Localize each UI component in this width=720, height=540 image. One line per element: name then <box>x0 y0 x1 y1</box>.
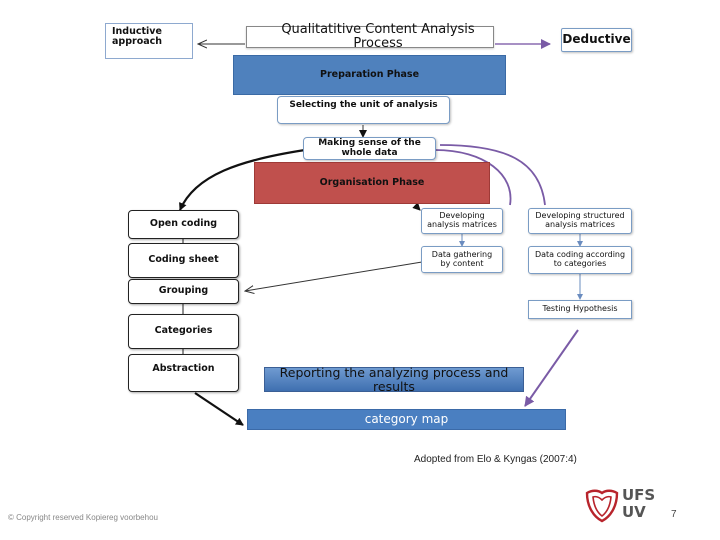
arrow-into-developing <box>412 202 421 211</box>
preparation-phase-label: Preparation Phase <box>319 68 420 80</box>
reporting-label: Reporting the analyzing process and resu… <box>279 364 509 394</box>
diagram-title-box: Qualitatitive Content Analysis Process <box>246 22 494 51</box>
category-map-box: category map <box>247 409 566 430</box>
data-gathering-box: Data gathering by content <box>421 246 503 273</box>
arrow-abstraction-to-map <box>194 392 244 426</box>
open-coding-box: Open coding <box>128 210 239 239</box>
developing-matrices-box: Developing analysis matrices <box>421 208 503 234</box>
testing-hypothesis-box: Testing Hypothesis <box>528 300 632 319</box>
organisation-phase-box: Organisation Phase <box>254 162 490 204</box>
making-sense-label: Making sense of the whole data <box>318 137 421 158</box>
abstraction-label: Abstraction <box>152 363 215 374</box>
inductive-approach-box: Inductive approach <box>105 23 193 59</box>
categories-label: Categories <box>154 325 213 337</box>
arc-to-open-coding <box>178 148 306 211</box>
source-caption: Adopted from Elo & Kyngas (2007:4) <box>414 454 577 465</box>
data-coding-label: Data coding according to categories <box>534 250 626 268</box>
preparation-phase-box: Preparation Phase <box>233 55 506 95</box>
deductive-box: Deductive <box>561 28 632 52</box>
data-gathering-label: Data gathering by content <box>431 249 493 268</box>
arrow-testing-to-map <box>524 329 579 407</box>
inductive-label: Inductive approach <box>112 26 163 48</box>
data-coding-box: Data coding according to categories <box>528 246 632 274</box>
coding-sheet-box: Coding sheet <box>128 243 239 278</box>
developing-matrices-label: Developing analysis matrices <box>427 211 497 229</box>
arc-to-developing-matrices <box>434 149 512 206</box>
categories-box: Categories <box>128 314 239 349</box>
category-map-label: category map <box>364 411 449 426</box>
developing-structured-label: Developing structured analysis matrices <box>535 211 625 229</box>
ufs-logo: UFS UV <box>584 485 664 525</box>
abstraction-box: Abstraction <box>128 354 239 392</box>
arrow-gathering-to-grouping <box>245 261 423 291</box>
arc-to-structured-matrices <box>439 144 546 206</box>
copyright-notice: © Copyright reserved Kopiereg voorbehou <box>8 513 158 522</box>
diagram-title: Qualitatitive Content Analysis Process <box>281 21 475 51</box>
coding-sheet-label: Coding sheet <box>148 254 219 266</box>
grouping-label: Grouping <box>158 285 209 297</box>
making-sense-box: Making sense of the whole data <box>303 137 436 160</box>
testing-hypothesis-label: Testing Hypothesis <box>542 304 618 314</box>
reporting-box: Reporting the analyzing process and resu… <box>264 364 524 394</box>
organisation-phase-label: Organisation Phase <box>319 176 425 188</box>
selecting-unit-label: Selecting the unit of analysis <box>289 100 438 110</box>
grouping-box: Grouping <box>128 279 239 304</box>
open-coding-label: Open coding <box>149 218 218 230</box>
developing-structured-box: Developing structured analysis matrices <box>528 208 632 234</box>
ufs-shield-icon <box>585 489 619 523</box>
logo-text-bottom: UV <box>622 503 646 521</box>
logo-text-top: UFS <box>622 486 656 504</box>
selecting-unit-box: Selecting the unit of analysis <box>277 96 450 124</box>
page-number: 7 <box>671 509 677 520</box>
deductive-label: Deductive <box>562 32 631 47</box>
